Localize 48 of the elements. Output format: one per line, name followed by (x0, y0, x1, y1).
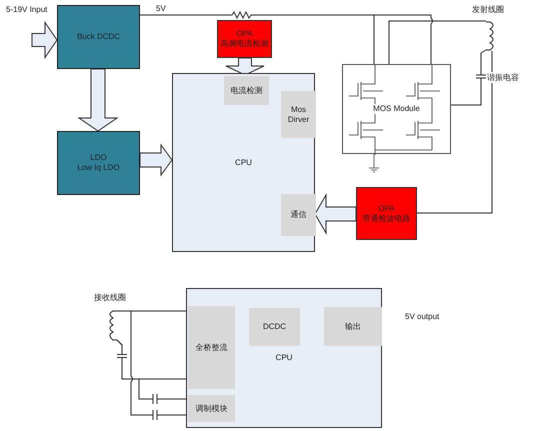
box-label: DCDC (262, 322, 286, 332)
function-block (224, 76, 269, 105)
node-label: 发射线圈 (472, 4, 504, 15)
box-label: 电流检测 (230, 86, 262, 96)
block-arrow (140, 143, 173, 177)
wire (388, 20, 486, 64)
box-label: Buck DCDC (76, 32, 120, 42)
amplifier-box (356, 187, 417, 240)
node-label: 5V output (405, 312, 440, 321)
function-block (188, 306, 235, 389)
box-label: 高侧电流检测 (220, 39, 268, 49)
box-label: Low Iq LDO (77, 163, 120, 173)
function-block (249, 308, 300, 346)
converter-box (57, 5, 140, 69)
box-label: CPU (276, 353, 292, 363)
box-label: 全桥整流 (196, 342, 228, 352)
processor-box (186, 288, 382, 428)
coil-symbol (107, 310, 117, 341)
box-label: 通信 (290, 210, 306, 220)
node-label: 接收线圈 (94, 292, 126, 303)
box-label: 输出 (345, 322, 361, 332)
wire (416, 50, 492, 214)
function-block (281, 194, 316, 236)
edge-label: 5V (156, 4, 166, 13)
wire (450, 50, 486, 106)
amplifier-box (217, 20, 272, 58)
wire (116, 340, 188, 400)
edge-label: 5-19V Input (6, 5, 48, 14)
function-block (324, 307, 382, 346)
block-arrow (32, 20, 58, 60)
processor-box (172, 73, 315, 252)
box-label: OPA (378, 204, 395, 214)
box-label: Mos Dirver (286, 104, 310, 124)
box-label: OPA (236, 29, 253, 39)
box-label: 调制模块 (196, 404, 228, 414)
block-arrow (314, 193, 356, 235)
text-label: 谐振电容 (487, 72, 519, 83)
box-label: MOS Module (372, 104, 421, 114)
function-block (281, 91, 316, 138)
regulator-box (57, 131, 140, 195)
wire (140, 12, 433, 64)
wire (116, 310, 188, 416)
box-label: LDO (90, 153, 107, 163)
box-label: CPU (235, 158, 252, 168)
box-label: 带通检波电路 (362, 214, 410, 224)
block-arrow (77, 68, 119, 132)
function-block (188, 395, 235, 422)
block-arrow (226, 58, 264, 76)
